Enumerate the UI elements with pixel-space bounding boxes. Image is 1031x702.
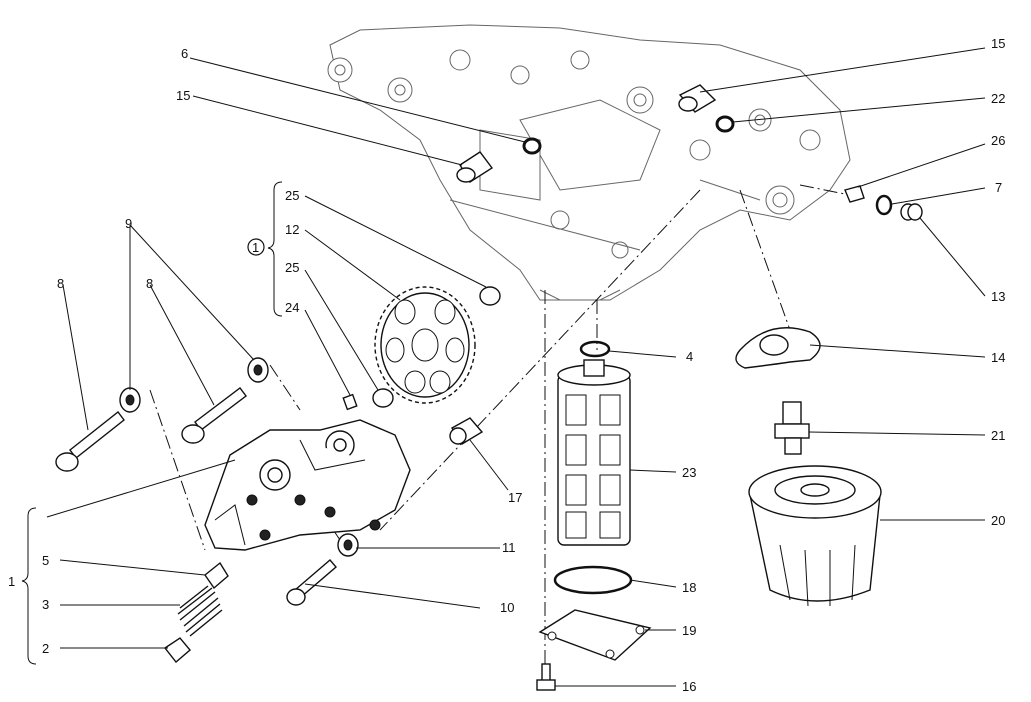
leader-lines [46,47,986,687]
bushing-17 [449,417,484,445]
key-24 [342,393,358,411]
label-5: 5 [42,553,49,568]
crankcase [327,24,851,301]
label-21: 21 [991,428,1005,443]
group-brackets [21,181,283,665]
nipple-21 [774,401,810,455]
o-ring-4 [579,340,611,358]
o-ring-6 [522,137,542,155]
label-14: 14 [991,350,1005,365]
gear-12 [374,286,476,404]
label-26: 26 [991,133,1005,148]
plug-26 [844,185,865,203]
label-4: 4 [686,349,693,364]
plug-2 [163,637,191,664]
circlip-25-lower [372,388,394,408]
washer-7 [875,194,893,216]
label-10: 10 [500,600,514,615]
label-11: 11 [502,540,516,555]
washer-9-right [247,357,269,383]
washer-9-left [119,387,141,413]
screw-8-left [55,411,125,472]
cover-19 [538,609,652,661]
oil-filter-20 [748,465,882,607]
label-12: 12 [285,222,299,237]
label-6: 6 [181,46,188,61]
label-25-lower: 25 [285,260,299,275]
oil-pump-body [204,419,411,551]
label-13: 13 [991,289,1005,304]
bushing-15-upper [678,84,717,113]
bushing-15-lower [456,151,494,183]
label-25-upper: 25 [285,188,299,203]
spring-3 [177,585,223,637]
label-7: 7 [995,180,1002,195]
o-ring-18 [553,565,633,595]
bracket-14 [735,327,821,369]
bolt-16 [536,663,556,691]
label-9: 9 [125,216,132,231]
label-17: 17 [508,490,522,505]
assembly-axes [149,184,851,690]
label-15-right: 15 [991,36,1005,51]
o-ring-22 [715,115,735,133]
label-1: 1 [8,574,15,589]
label-2: 2 [42,641,49,656]
washer-11 [337,533,359,557]
label-24: 24 [285,300,299,315]
circlip-25-upper [479,286,501,306]
screw-8-right [181,387,247,444]
label-3: 3 [42,597,49,612]
group-marker-1: 1 [252,240,259,255]
label-20: 20 [991,513,1005,528]
plug-13 [900,203,923,221]
screw-10 [286,559,337,606]
label-16: 16 [682,679,696,694]
filter-cartridge-23 [557,359,631,546]
label-18: 18 [682,580,696,595]
valve-5 [204,561,229,590]
label-8-left: 8 [57,276,64,291]
label-23: 23 [682,465,696,480]
label-8-right: 8 [146,276,153,291]
label-22: 22 [991,91,1005,106]
label-15-left: 15 [176,88,190,103]
part-labels: 6 15 15 22 26 7 13 14 21 20 25 12 25 24 … [8,36,1005,694]
label-19: 19 [682,623,696,638]
